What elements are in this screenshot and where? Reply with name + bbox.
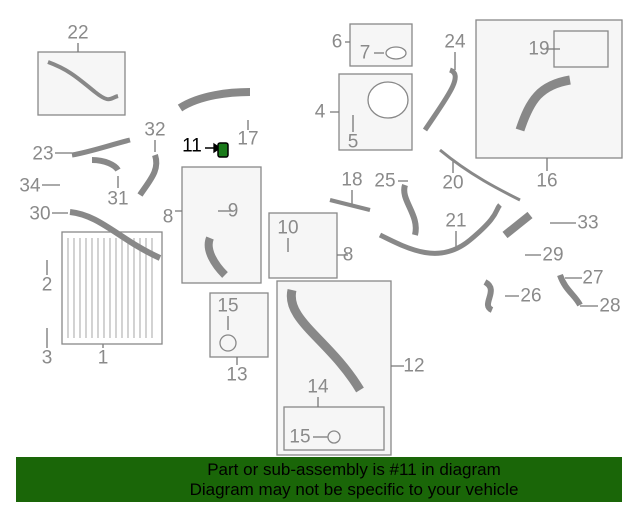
hose-9	[204, 236, 228, 278]
callout-7[interactable]: 7	[359, 42, 371, 64]
callout-30[interactable]: 30	[29, 203, 51, 225]
group-box-13	[209, 292, 269, 358]
callout-13[interactable]: 13	[226, 364, 248, 386]
callout-23[interactable]: 23	[32, 143, 54, 165]
callout-6[interactable]: 6	[331, 31, 343, 53]
callout-5[interactable]: 5	[347, 131, 359, 153]
group-box-6	[349, 23, 413, 67]
callout-32[interactable]: 32	[144, 119, 166, 141]
callout-34[interactable]: 34	[19, 175, 41, 197]
callout-3[interactable]: 3	[41, 347, 53, 369]
hose-25	[401, 184, 419, 236]
hose-18	[329, 198, 371, 212]
hose-12	[286, 288, 364, 393]
callout-2[interactable]: 2	[41, 274, 53, 296]
callout-25[interactable]: 25	[374, 170, 396, 192]
hose-30	[69, 209, 162, 261]
callout-31[interactable]: 31	[107, 188, 129, 210]
callout-9[interactable]: 9	[227, 200, 239, 222]
hose-26	[483, 279, 494, 313]
info-banner: Part or sub-assembly is #11 in diagram D…	[16, 457, 622, 502]
hose-22	[47, 60, 119, 102]
callout-26[interactable]: 26	[520, 285, 542, 307]
callout-17[interactable]: 17	[237, 128, 259, 150]
hose-20	[439, 148, 521, 202]
callout-29[interactable]: 29	[542, 244, 564, 266]
callout-33[interactable]: 33	[577, 212, 599, 234]
callout-4[interactable]: 4	[314, 101, 326, 123]
banner-line-2: Diagram may not be specific to your vehi…	[189, 480, 519, 499]
group-box-8a	[181, 166, 262, 284]
callout-16[interactable]: 16	[536, 170, 558, 192]
callout-18[interactable]: 18	[341, 169, 363, 191]
group-box-19	[553, 30, 609, 68]
callout-10[interactable]: 10	[277, 217, 299, 239]
callout-20[interactable]: 20	[442, 172, 464, 194]
callout-8[interactable]: 8	[162, 206, 174, 228]
callout-19[interactable]: 19	[528, 38, 550, 60]
oring-15b	[327, 430, 341, 444]
callout-8[interactable]: 8	[342, 244, 354, 266]
hose-33	[502, 211, 533, 239]
callout-27[interactable]: 27	[582, 267, 604, 289]
hose-16	[515, 75, 571, 132]
cap-7	[385, 46, 407, 60]
callout-11[interactable]: 11	[182, 135, 202, 157]
group-box-8b	[268, 212, 338, 279]
callout-22[interactable]: 22	[67, 22, 89, 44]
hose-24	[422, 67, 458, 132]
hose-21	[378, 203, 502, 256]
banner-line-1: Part or sub-assembly is #11 in diagram	[207, 460, 501, 479]
callout-1[interactable]: 1	[97, 347, 109, 369]
hose-23	[71, 137, 131, 158]
callout-15[interactable]: 15	[289, 426, 311, 448]
callout-28[interactable]: 28	[599, 295, 621, 317]
hose-28	[557, 273, 583, 307]
part-11-highlighted	[217, 142, 229, 158]
reservoir-5	[367, 81, 409, 119]
callout-15[interactable]: 15	[217, 295, 239, 317]
hose-17	[177, 88, 251, 112]
callout-24[interactable]: 24	[444, 31, 466, 53]
callout-12[interactable]: 12	[403, 355, 425, 377]
hose-31	[91, 157, 121, 172]
callout-14[interactable]: 14	[307, 376, 329, 398]
oring-15	[219, 334, 237, 352]
hose-32	[137, 154, 160, 197]
callout-21[interactable]: 21	[445, 210, 467, 232]
